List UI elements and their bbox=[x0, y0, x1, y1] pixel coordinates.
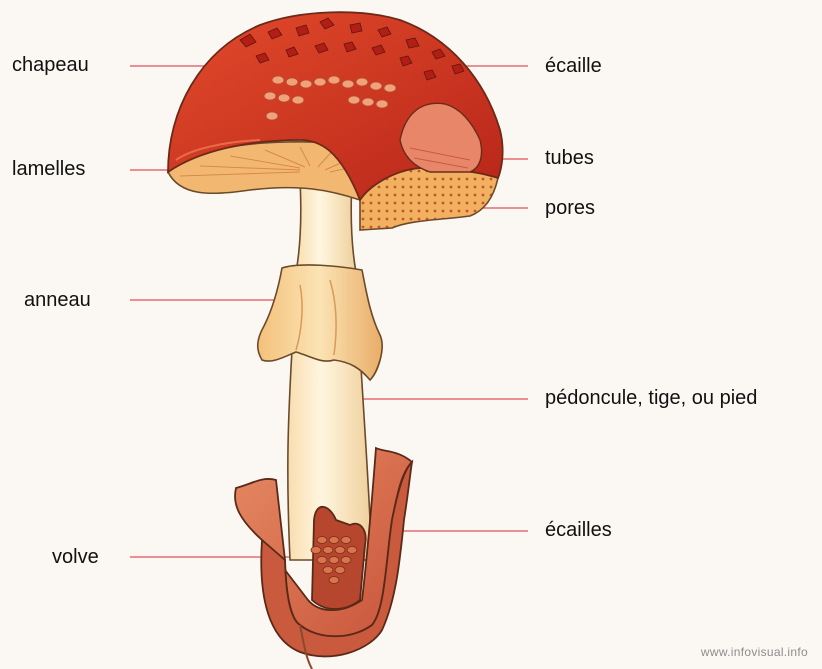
label-lamelles: lamelles bbox=[12, 157, 85, 181]
label-pores: pores bbox=[545, 196, 595, 220]
label-volve: volve bbox=[52, 545, 99, 569]
label-chapeau: chapeau bbox=[12, 53, 89, 77]
label-ecailles: écailles bbox=[545, 518, 612, 542]
label-ecaille: écaille bbox=[545, 54, 602, 78]
watermark: www.infovisual.info bbox=[701, 645, 808, 659]
label-anneau: anneau bbox=[24, 288, 91, 312]
label-pedoncule: pédoncule, tige, ou pied bbox=[545, 386, 757, 410]
label-tubes: tubes bbox=[545, 146, 594, 170]
